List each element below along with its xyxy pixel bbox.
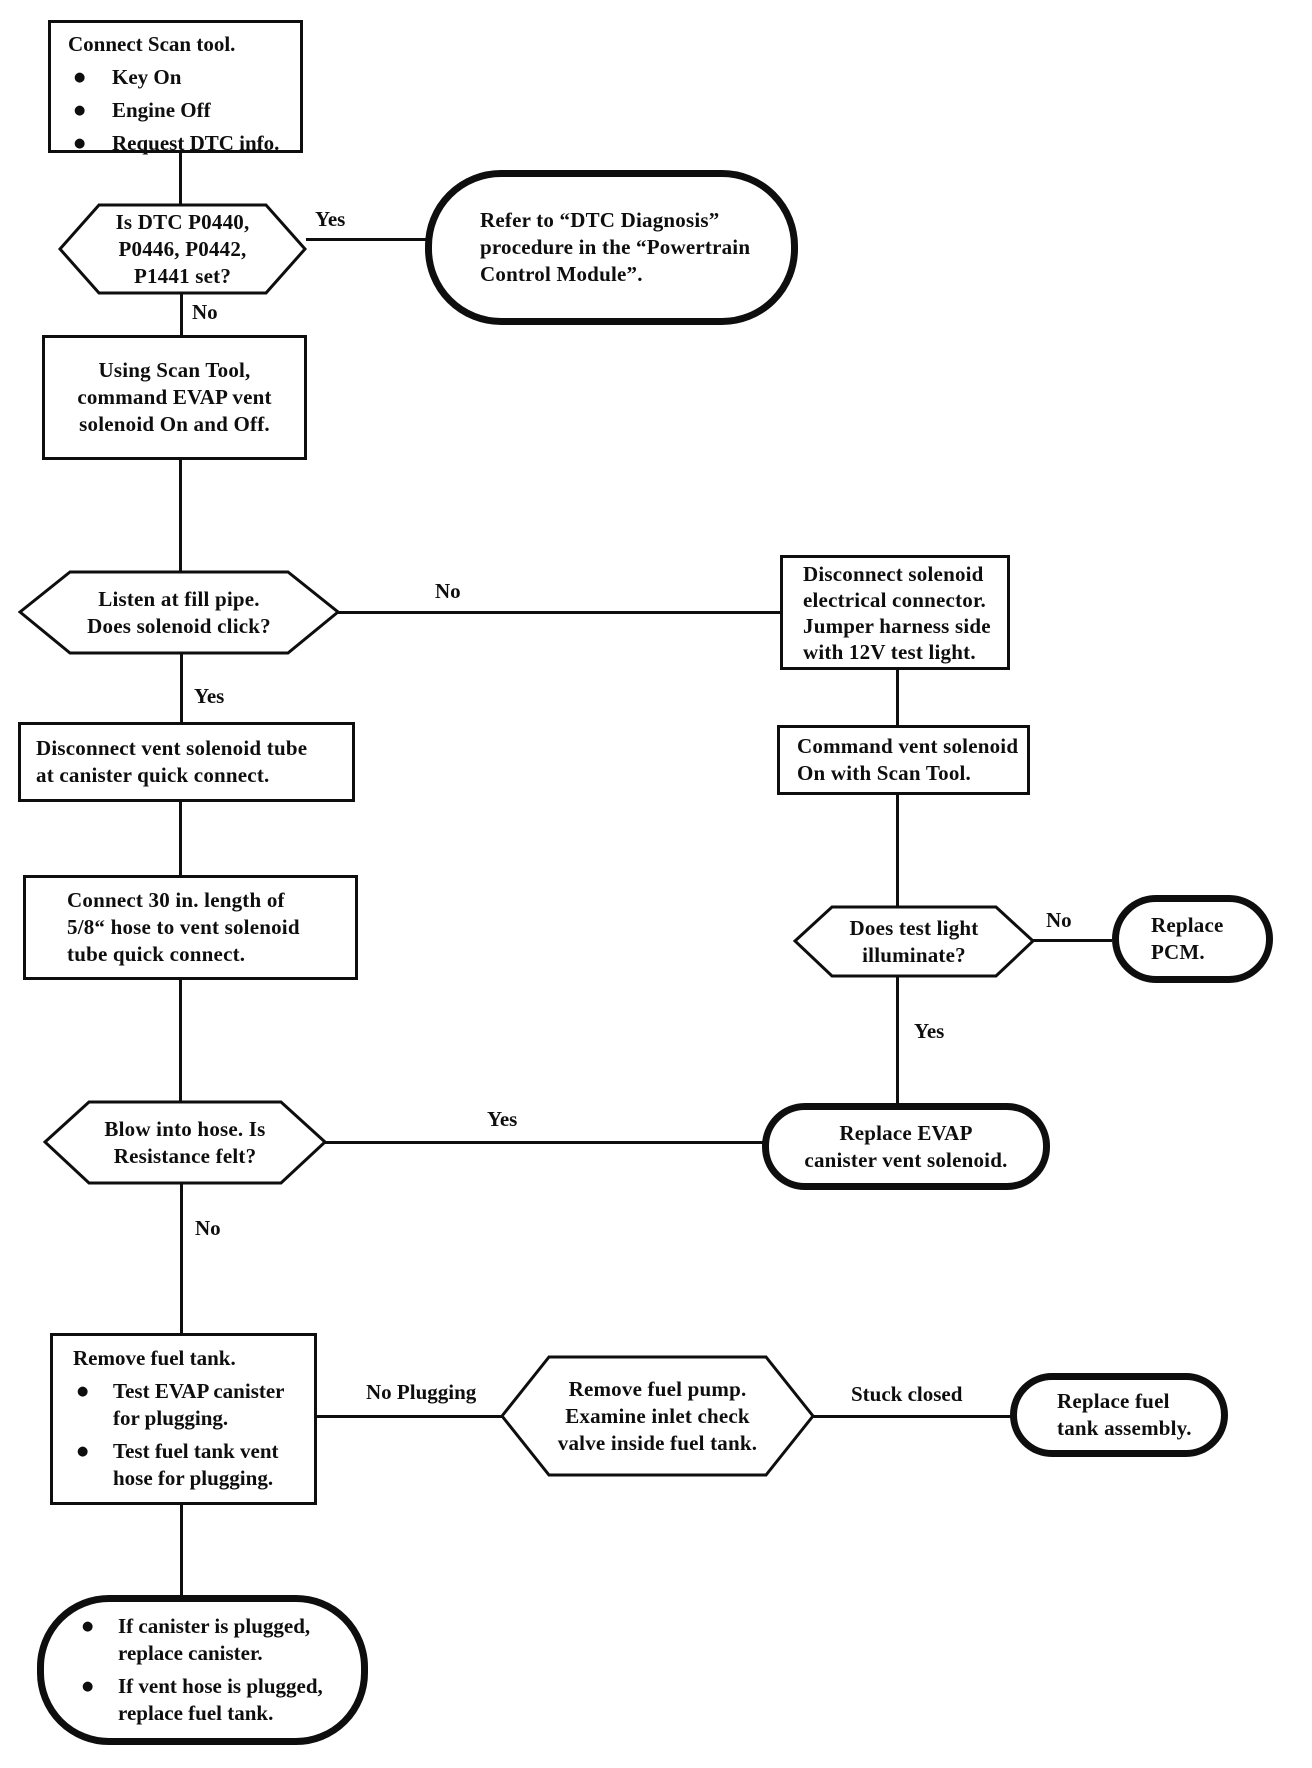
connector-solenoid-to-command — [896, 668, 899, 727]
hexagon-shape — [500, 1355, 815, 1477]
hexagon-shape — [43, 1100, 327, 1185]
node-text: Remove fuel pump. Examine inlet check va… — [557, 1376, 758, 1455]
node-text: Blow into hose. Is Resistance felt? — [104, 1116, 266, 1168]
connector-listen-yes — [180, 653, 183, 724]
edge-label-no: No — [1046, 908, 1072, 932]
node-text: Command vent solenoid On with Scan Tool. — [797, 734, 1019, 785]
node-command-vent-on: Command vent solenoid On with Scan Tool. — [777, 725, 1030, 795]
connector-dtc-yes — [306, 238, 428, 241]
edge-label-no: No — [435, 579, 461, 603]
node-command-evap-on-off: Using Scan Tool, command EVAP vent solen… — [42, 335, 307, 460]
connector-using-to-listen — [179, 458, 182, 572]
node-text: Does test light illuminate? — [849, 915, 979, 967]
bullet-icon: ● — [82, 1679, 94, 1694]
node-connect-scan-tool: Connect Scan tool. ● Key On ● Engine Off… — [48, 20, 303, 155]
hexagon-shape — [18, 570, 340, 655]
edge-label-yes: Yes — [315, 207, 346, 231]
node-title: Remove fuel tank. — [73, 1346, 236, 1370]
connector-testlight-no — [1033, 939, 1112, 942]
terminal-refer-dtc-diagnosis: Refer to “DTC Diagnosis” procedure in th… — [425, 170, 798, 325]
node-text: Refer to “DTC Diagnosis” procedure in th… — [480, 208, 751, 286]
node-text: Replace PCM. — [1151, 913, 1224, 964]
list-item: ● Test fuel tank vent hose for plugging. — [73, 1438, 306, 1492]
decision-inlet-check-valve: Remove fuel pump. Examine inlet check va… — [500, 1355, 815, 1477]
node-title: Connect Scan tool. — [68, 32, 236, 56]
connector-scan-to-dtc — [179, 153, 182, 205]
terminal-replace-pcm: Replace PCM. — [1112, 895, 1273, 983]
connector-blow-no — [180, 1183, 183, 1335]
decision-solenoid-click: Listen at fill pipe. Does solenoid click… — [18, 570, 340, 655]
node-text: Disconnect solenoid electrical connector… — [803, 561, 991, 664]
connector-no-plugging — [315, 1415, 502, 1418]
bullet-label: Test EVAP canister for plugging. — [113, 1379, 285, 1430]
edge-label-no: No — [195, 1216, 221, 1240]
terminal-final-actions: ● If canister is plugged, replace canist… — [37, 1595, 368, 1745]
bullet-label: If canister is plugged, replace canister… — [118, 1614, 311, 1665]
hexagon-shape — [58, 203, 307, 295]
bullet-label: Request DTC info. — [112, 131, 280, 155]
node-text: Listen at fill pipe. Does solenoid click… — [87, 586, 271, 638]
list-item: ● Key On — [68, 64, 290, 91]
bullet-icon: ● — [77, 1384, 89, 1399]
connector-listen-no — [336, 611, 782, 614]
bullet-icon: ● — [74, 103, 86, 118]
connector-tank-to-final — [180, 1503, 183, 1597]
terminal-replace-evap-solenoid: Replace EVAP canister vent solenoid. — [762, 1103, 1050, 1190]
connector-command-to-testlight — [896, 793, 899, 907]
connector-stuck-closed — [813, 1415, 1012, 1418]
node-connect-hose: Connect 30 in. length of 5/8“ hose to ve… — [23, 875, 358, 980]
bullet-label: Key On — [112, 65, 182, 89]
bullet-icon: ● — [77, 1444, 89, 1459]
node-text: Disconnect vent solenoid tube at caniste… — [36, 736, 308, 787]
list-item: ● Request DTC info. — [68, 130, 290, 157]
connector-tube-to-hose — [179, 800, 182, 877]
bullet-icon: ● — [74, 70, 86, 85]
list-item: ● Engine Off — [68, 97, 290, 124]
connector-blow-yes — [325, 1141, 764, 1144]
list-item: ● If canister is plugged, replace canist… — [82, 1613, 361, 1667]
node-text: Replace EVAP canister vent solenoid. — [804, 1120, 1008, 1172]
decision-test-light: Does test light illuminate? — [793, 905, 1035, 978]
edge-label-stuck-closed: Stuck closed — [851, 1382, 963, 1406]
node-disconnect-solenoid: Disconnect solenoid electrical connector… — [780, 555, 1010, 670]
connector-testlight-yes — [896, 976, 899, 1105]
node-disconnect-tube: Disconnect vent solenoid tube at caniste… — [18, 722, 355, 802]
edge-label-no-plugging: No Plugging — [366, 1380, 477, 1404]
bullet-label: Engine Off — [112, 98, 211, 122]
decision-resistance-felt: Blow into hose. Is Resistance felt? — [43, 1100, 327, 1185]
edge-label-yes: Yes — [914, 1019, 945, 1043]
node-remove-fuel-tank: Remove fuel tank. ● Test EVAP canister f… — [50, 1333, 317, 1505]
node-text: Using Scan Tool, command EVAP vent solen… — [77, 358, 272, 436]
bullet-label: Test fuel tank vent hose for plugging. — [113, 1439, 279, 1490]
list-item: ● If vent hose is plugged, replace fuel … — [82, 1673, 361, 1727]
node-text: Connect 30 in. length of 5/8“ hose to ve… — [67, 888, 300, 966]
node-text: Replace fuel tank assembly. — [1057, 1389, 1192, 1440]
edge-label-yes: Yes — [194, 684, 225, 708]
bullet-icon: ● — [74, 136, 86, 151]
connector-dtc-no — [180, 293, 183, 337]
terminal-replace-fuel-tank: Replace fuel tank assembly. — [1010, 1373, 1228, 1457]
bullet-icon: ● — [82, 1619, 94, 1634]
list-item: ● Test EVAP canister for plugging. — [73, 1378, 306, 1432]
hexagon-shape — [793, 905, 1035, 978]
edge-label-no: No — [192, 300, 218, 324]
bullet-label: If vent hose is plugged, replace fuel ta… — [118, 1674, 323, 1725]
connector-hose-to-blow — [179, 978, 182, 1102]
node-text: Is DTC P0440, P0446, P0442, P1441 set? — [115, 209, 250, 288]
decision-is-dtc-set: Is DTC P0440, P0446, P0442, P1441 set? — [58, 203, 307, 295]
edge-label-yes: Yes — [487, 1107, 518, 1131]
